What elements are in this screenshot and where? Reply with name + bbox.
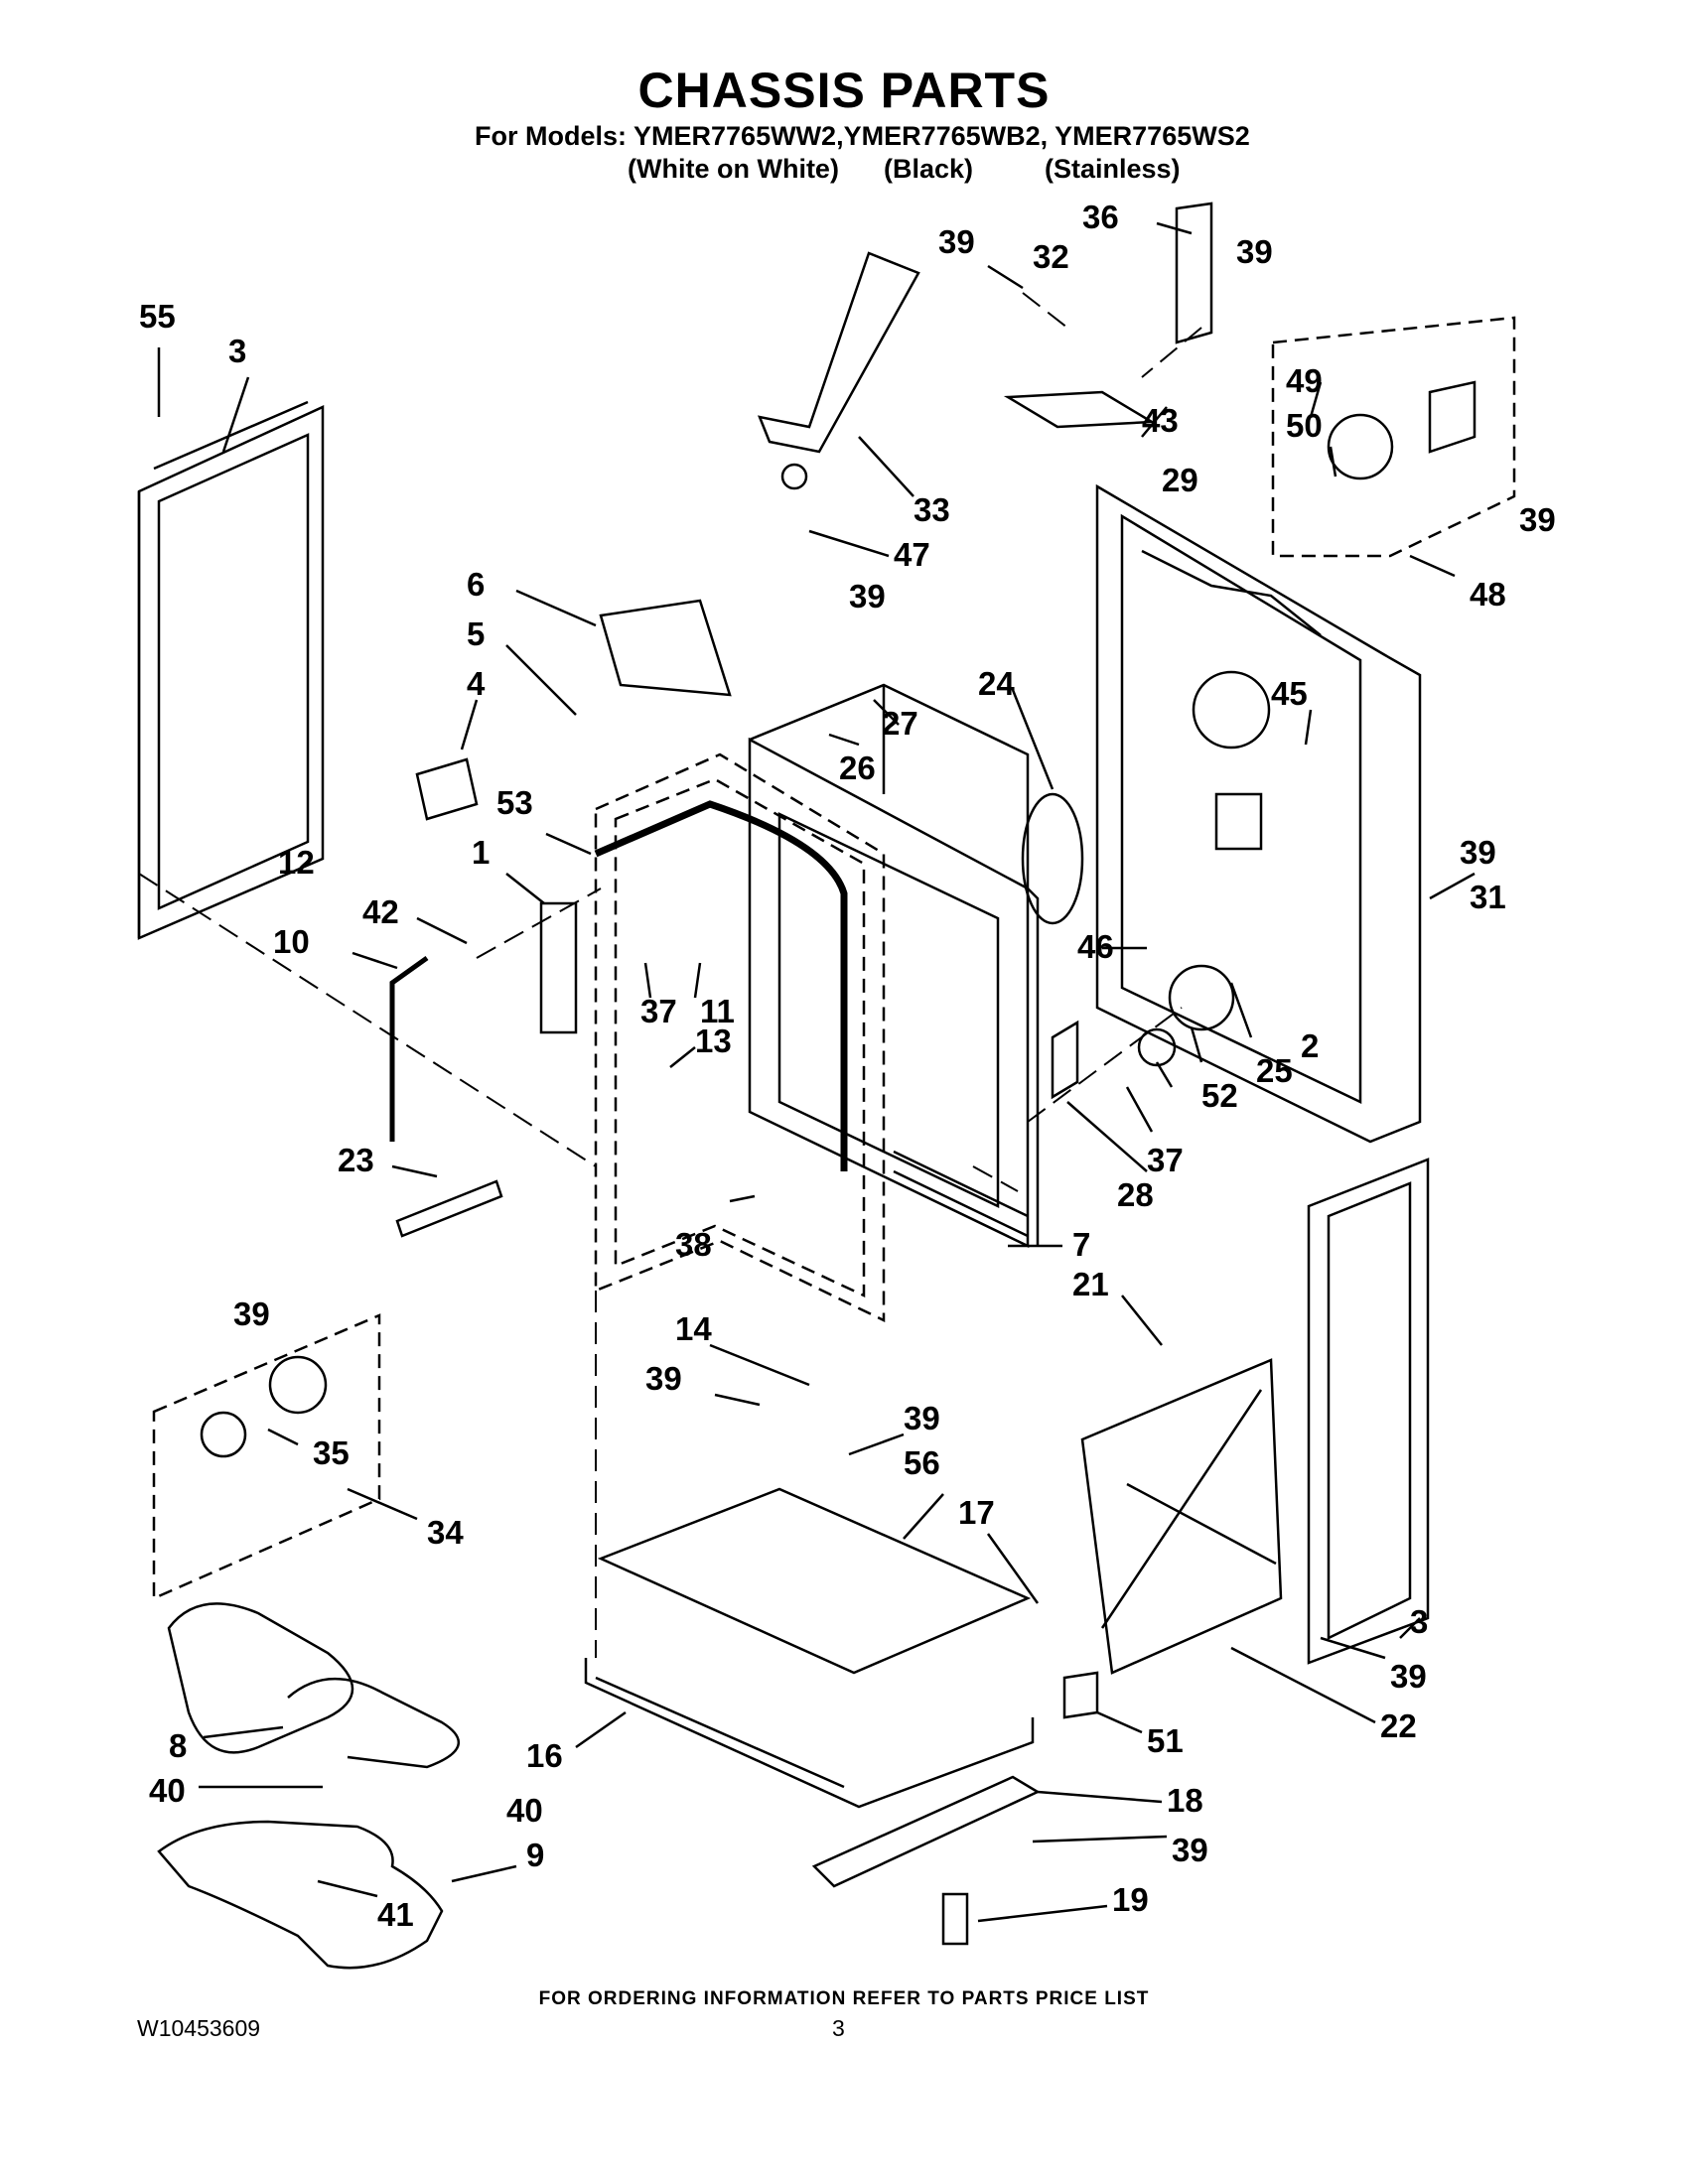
callout-10: 10: [273, 923, 310, 960]
callout-28: 28: [1117, 1176, 1154, 1213]
callout-3-left: 3: [228, 333, 246, 369]
callout-31: 31: [1470, 879, 1506, 915]
callout-51: 51: [1147, 1722, 1184, 1759]
callout-29: 29: [1162, 462, 1198, 498]
callout-37-right: 37: [1147, 1142, 1184, 1178]
callout-39-left: 39: [233, 1296, 270, 1332]
callout-39-right: 39: [1390, 1658, 1427, 1695]
callout-47: 47: [894, 536, 930, 573]
callout-40-left: 40: [149, 1772, 186, 1809]
callout-39-top-right: 39: [1236, 233, 1273, 270]
callout-4: 4: [467, 665, 486, 702]
oven-cavity: [748, 737, 1030, 1248]
callout-48: 48: [1470, 576, 1506, 613]
callout-41: 41: [377, 1896, 414, 1933]
document-number: W10453609: [137, 2015, 261, 2041]
callout-46: 46: [1077, 928, 1114, 965]
callout-21: 21: [1072, 1266, 1109, 1302]
callout-53: 53: [496, 784, 533, 821]
callout-34: 34: [427, 1514, 464, 1551]
callout-40-mid: 40: [506, 1792, 543, 1829]
callout-3-right: 3: [1410, 1603, 1428, 1640]
callout-11: 11: [700, 993, 735, 1029]
callout-6: 6: [467, 566, 485, 603]
callout-18: 18: [1167, 1782, 1203, 1819]
broil-element: [167, 1602, 354, 1754]
variant-black: (Black): [884, 154, 974, 184]
variant-stainless: (Stainless): [1045, 154, 1181, 184]
ordering-note: FOR ORDERING INFORMATION REFER TO PARTS …: [538, 1988, 1150, 2009]
callout-22: 22: [1380, 1707, 1417, 1744]
page-number: 3: [832, 2015, 845, 2041]
callout-12: 12: [278, 844, 315, 881]
callout-39-top: 39: [938, 223, 975, 260]
callout-55: 55: [139, 298, 176, 335]
callout-35: 35: [313, 1434, 350, 1471]
callout-8: 8: [169, 1727, 187, 1764]
side-panel-right: [1307, 1158, 1430, 1665]
callout-39-fan: 39: [1519, 501, 1556, 538]
callout-39-mid-right: 39: [904, 1400, 940, 1436]
callout-39-bottom: 39: [1172, 1832, 1208, 1868]
callout-7: 7: [1072, 1226, 1090, 1263]
bracket-33: [757, 251, 920, 454]
callout-26: 26: [839, 750, 876, 786]
callout-39-control: 39: [849, 578, 886, 614]
callout-27: 27: [882, 705, 918, 742]
callout-1: 1: [472, 834, 490, 871]
callout-37-left: 37: [640, 993, 677, 1029]
callout-39-mid: 39: [645, 1360, 682, 1397]
callout-32: 32: [1033, 238, 1069, 275]
callout-25: 25: [1256, 1052, 1293, 1089]
callout-2: 2: [1301, 1027, 1319, 1064]
callout-5: 5: [467, 615, 485, 652]
callout-17: 17: [958, 1494, 995, 1531]
callout-24: 24: [978, 665, 1015, 702]
callout-9: 9: [526, 1837, 544, 1873]
callout-33: 33: [914, 491, 950, 528]
callout-45: 45: [1271, 675, 1308, 712]
models-line: For Models: YMER7765WW2,YMER7765WB2, YME…: [475, 121, 1250, 151]
callout-16: 16: [526, 1737, 563, 1774]
page-title: CHASSIS PARTS: [637, 63, 1051, 118]
bake-element: [157, 1820, 444, 1970]
callout-39-rear: 39: [1460, 834, 1496, 871]
callout-13: 13: [695, 1023, 732, 1059]
callout-49: 49: [1286, 362, 1323, 399]
callout-52: 52: [1201, 1077, 1238, 1114]
variant-white: (White on White): [628, 154, 839, 184]
rear-panel: [1095, 483, 1422, 1144]
heat-shield: [1080, 1358, 1283, 1675]
callout-50: 50: [1286, 407, 1323, 444]
callout-43: 43: [1142, 402, 1179, 439]
bottom-tray: [597, 1487, 1032, 1675]
callout-36: 36: [1082, 199, 1119, 235]
callout-42: 42: [362, 893, 399, 930]
callout-23: 23: [338, 1142, 374, 1178]
callout-19: 19: [1112, 1881, 1149, 1918]
callout-38: 38: [675, 1226, 712, 1263]
callout-56: 56: [904, 1444, 940, 1481]
callout-14: 14: [675, 1310, 712, 1347]
